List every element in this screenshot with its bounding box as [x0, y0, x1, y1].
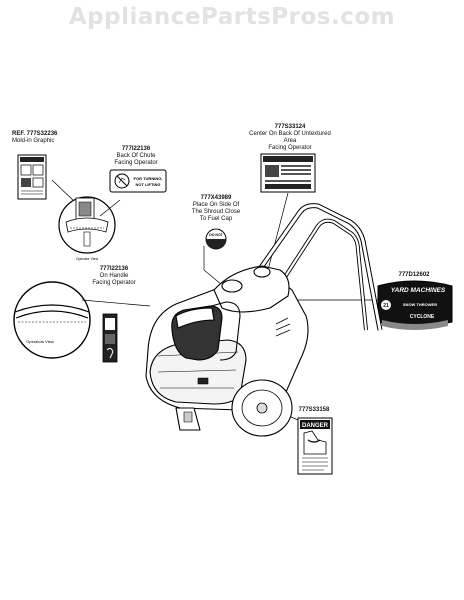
part-desc: To Fuel Cap [199, 216, 233, 222]
molded-graphic-decal [17, 154, 47, 200]
part-number: 777S33158 [298, 407, 330, 413]
part-number: 777D12602 [398, 272, 430, 278]
callout-danger: 777S33158 [294, 407, 334, 414]
part-desc: On Handle [99, 273, 129, 279]
part-desc: Facing Operator [92, 280, 136, 286]
shroud-decal: DO NOT [205, 228, 227, 250]
part-number: 777I22136 [121, 146, 151, 152]
brand-decal-text: SNOW THROWER [403, 302, 437, 307]
part-desc: Back Of Chute [116, 153, 156, 159]
part-desc: Place On Side Of [192, 202, 240, 208]
part-number: 777X43989 [200, 195, 232, 201]
brand-decal-text: YARD MACHINES [391, 287, 446, 294]
part-number: 777I22136 [99, 266, 129, 272]
part-desc: Facing Operator [268, 145, 312, 151]
brand-decal: 21 YARD MACHINES SNOW THROWER CYCLONE [377, 280, 453, 330]
part-number: REF. 777S32236 [12, 131, 58, 137]
part-desc: Center On Back Of Untextured [249, 131, 331, 137]
operator-view-caption: Operators View [26, 339, 54, 344]
handle-decal [102, 313, 118, 363]
callout-molded: REF. 777S32236 Mold-in Graphic [12, 131, 72, 145]
snow-thrower-illustration [145, 203, 383, 437]
chute-decal-text: NOT LIFTING [135, 182, 160, 187]
chute-decal: FOR TURNING, NOT LIFTING [109, 169, 167, 193]
operator-view-small: Operator View [58, 196, 116, 261]
chute-decal-text: FOR TURNING, [134, 176, 163, 181]
center-decal [260, 153, 316, 193]
callout-brand: 777D12602 [384, 272, 444, 279]
part-desc: Facing Operator [114, 160, 158, 166]
svg-text:21: 21 [383, 303, 389, 309]
callout-handle: 777I22136 On Handle Facing Operator [84, 266, 144, 287]
operator-view-large: Operators View [13, 281, 91, 359]
callout-center: 777S33124 Center On Back Of Untextured A… [248, 124, 332, 152]
watermark-text: AppliancePartsPros.com [68, 4, 396, 30]
part-desc: Mold-in Graphic [12, 138, 55, 144]
danger-decal-text: DANGER [302, 423, 329, 429]
brand-decal-text: CYCLONE [410, 314, 435, 320]
part-desc: Area [283, 138, 297, 144]
operator-view-caption: Operator View [76, 257, 99, 261]
danger-decal: DANGER [297, 417, 333, 475]
callout-chute: 777I22136 Back Of Chute Facing Operator [104, 146, 168, 167]
shroud-decal-text: DO NOT [209, 233, 223, 237]
part-number: 777S33124 [274, 124, 306, 130]
part-desc: The Shroud Close [191, 209, 241, 215]
callout-shroud: 777X43989 Place On Side Of The Shroud Cl… [184, 195, 248, 223]
